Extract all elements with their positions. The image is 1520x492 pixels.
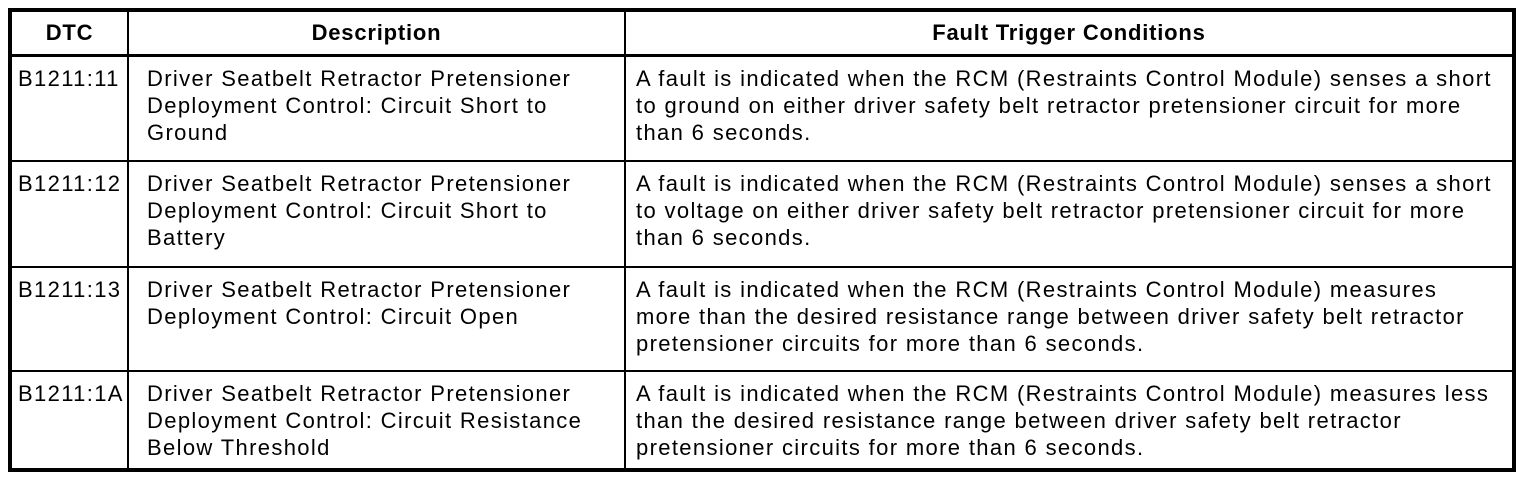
table-row: B1211:1A Driver Seatbelt Retractor Prete… [9, 370, 1515, 471]
dtc-cell: B1211:11 [9, 54, 129, 162]
table-row: B1211:11 Driver Seatbelt Retractor Prete… [9, 54, 1515, 162]
dtc-cell: B1211:13 [9, 266, 129, 372]
description-cell: Driver Seatbelt Retractor Pretensioner D… [127, 160, 626, 268]
fault-conditions-cell: A fault is indicated when the RCM (Restr… [624, 370, 1515, 471]
dtc-cell: B1211:12 [9, 160, 129, 268]
table-row: B1211:13 Driver Seatbelt Retractor Prete… [9, 266, 1515, 372]
fault-conditions-cell: A fault is indicated when the RCM (Restr… [624, 160, 1515, 268]
dtc-cell: B1211:1A [9, 370, 129, 471]
col-header-description: Description [127, 9, 626, 57]
description-cell: Driver Seatbelt Retractor Pretensioner D… [127, 370, 626, 471]
fault-conditions-cell: A fault is indicated when the RCM (Restr… [624, 266, 1515, 372]
header-row: DTC Description Fault Trigger Conditions [9, 9, 1515, 57]
dtc-table: DTC Description Fault Trigger Conditions… [8, 8, 1516, 472]
description-cell: Driver Seatbelt Retractor Pretensioner D… [127, 266, 626, 372]
col-header-dtc: DTC [9, 9, 129, 57]
dtc-table-container: DTC Description Fault Trigger Conditions… [8, 8, 1516, 472]
col-header-fault-trigger-conditions: Fault Trigger Conditions [624, 9, 1515, 57]
table-row: B1211:12 Driver Seatbelt Retractor Prete… [9, 160, 1515, 268]
fault-conditions-cell: A fault is indicated when the RCM (Restr… [624, 54, 1515, 162]
description-cell: Driver Seatbelt Retractor Pretensioner D… [127, 54, 626, 162]
